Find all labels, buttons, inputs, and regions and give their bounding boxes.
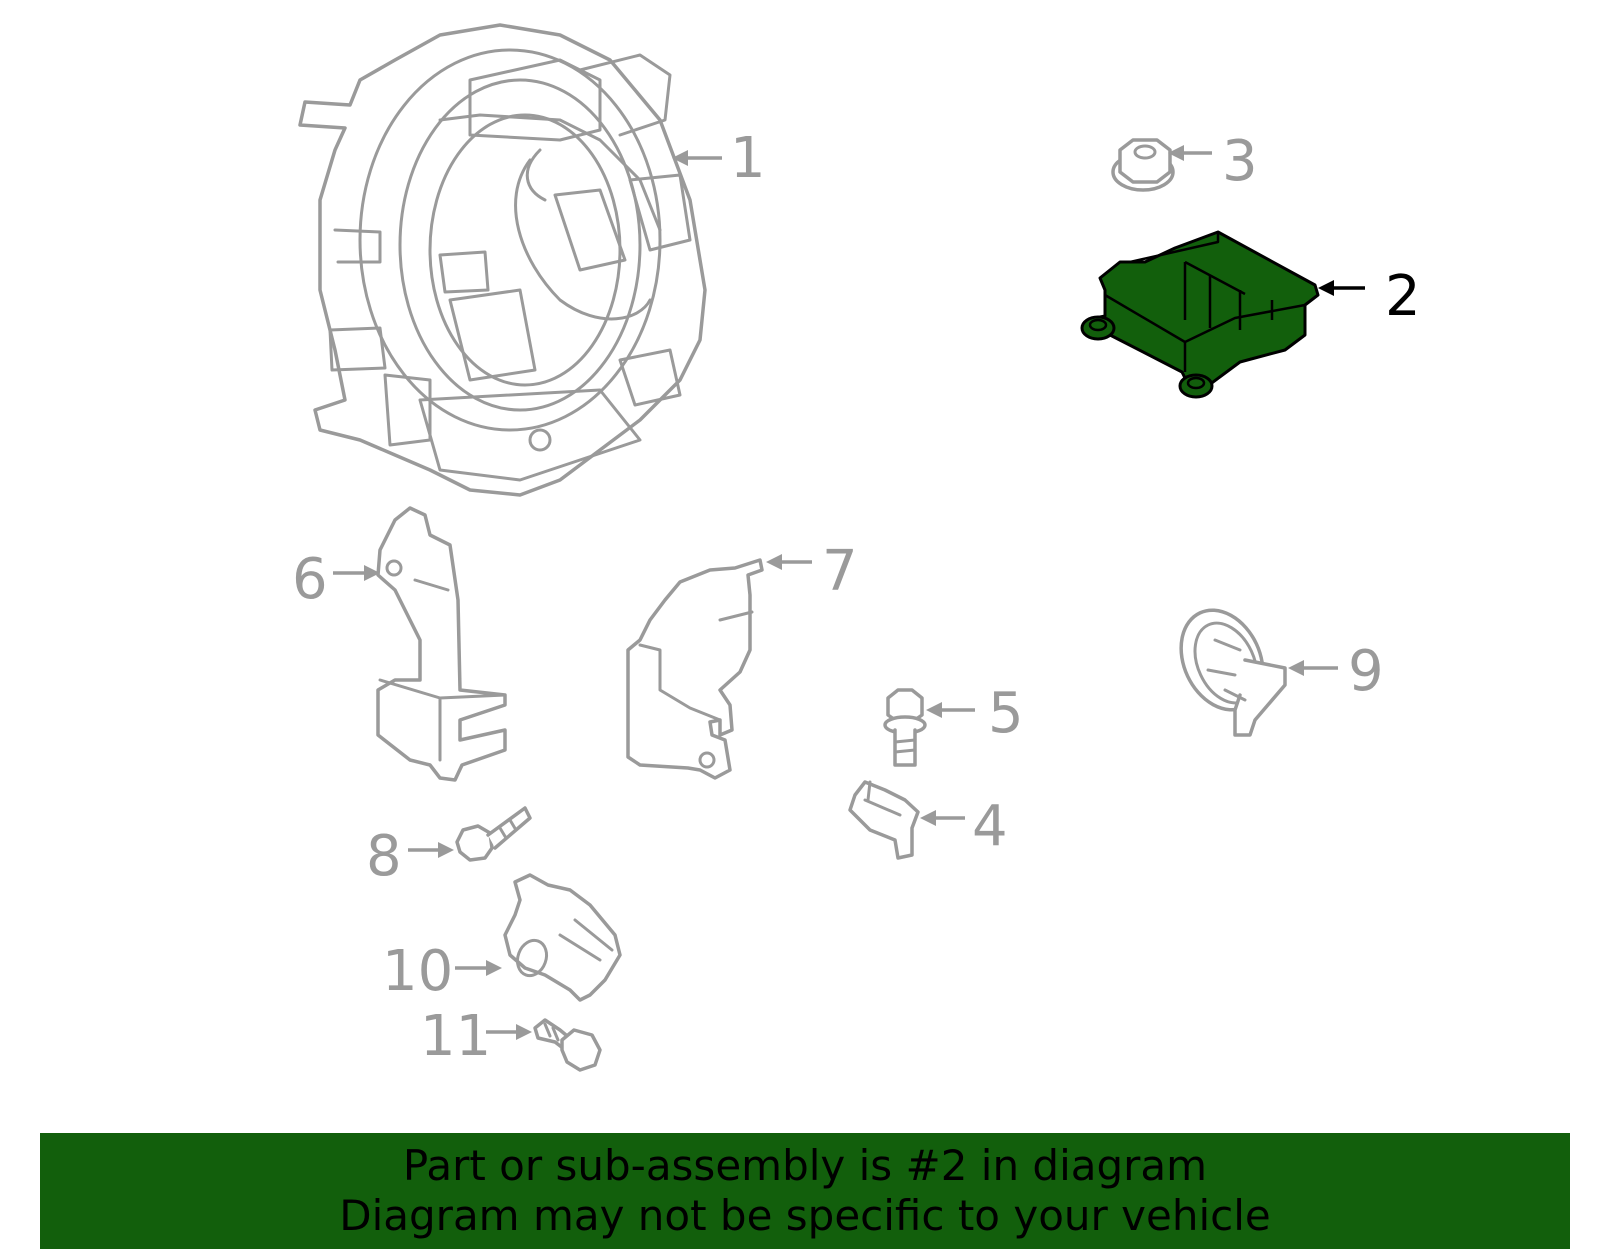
callout-2: 2	[1318, 264, 1421, 329]
parts-diagram: 1 2 3 4 5 6 7 8 9 10	[292, 23, 1421, 1072]
callout-1: 1	[672, 126, 766, 191]
part-3-nut[interactable]	[1111, 138, 1175, 192]
callout-label-10: 10	[382, 939, 453, 1004]
callout-label-4: 4	[972, 794, 1008, 859]
callout-10: 10	[382, 939, 502, 1004]
part-10-sensor[interactable]	[503, 873, 622, 1002]
callout-11: 11	[420, 1004, 532, 1069]
callout-label-6: 6	[292, 547, 328, 612]
part-5-bolt[interactable]	[883, 688, 927, 767]
banner-line-disclaimer: Diagram may not be specific to your vehi…	[339, 1191, 1271, 1240]
callout-label-11: 11	[420, 1004, 491, 1069]
callout-label-9: 9	[1348, 639, 1384, 704]
callout-7: 7	[766, 539, 858, 604]
callout-label-7: 7	[822, 539, 858, 604]
callout-6: 6	[292, 547, 380, 612]
part-6-bracket[interactable]	[376, 506, 507, 782]
callout-9: 9	[1288, 639, 1384, 704]
part-11-bolt[interactable]	[533, 1018, 602, 1072]
info-banner: Part or sub-assembly is #2 in diagram Di…	[40, 1133, 1570, 1249]
callout-label-3: 3	[1222, 129, 1258, 194]
part-4-sensor[interactable]	[848, 780, 920, 860]
callout-label-5: 5	[988, 681, 1024, 746]
callout-5: 5	[926, 681, 1024, 746]
part-7-bracket[interactable]	[626, 558, 764, 780]
part-9-sensor[interactable]	[1166, 597, 1287, 737]
banner-line-part: Part or sub-assembly is #2 in diagram	[402, 1141, 1208, 1190]
callout-3: 3	[1168, 129, 1258, 194]
part-1-clock-spring[interactable]	[298, 23, 707, 497]
callout-label-8: 8	[366, 824, 402, 889]
callout-label-2: 2	[1385, 264, 1421, 329]
callout-8: 8	[366, 824, 454, 889]
callout-label-1: 1	[730, 126, 766, 191]
callout-4: 4	[920, 794, 1008, 859]
part-8-bolt[interactable]	[455, 806, 532, 862]
part-2-airbag-control-module[interactable]	[1080, 230, 1320, 399]
